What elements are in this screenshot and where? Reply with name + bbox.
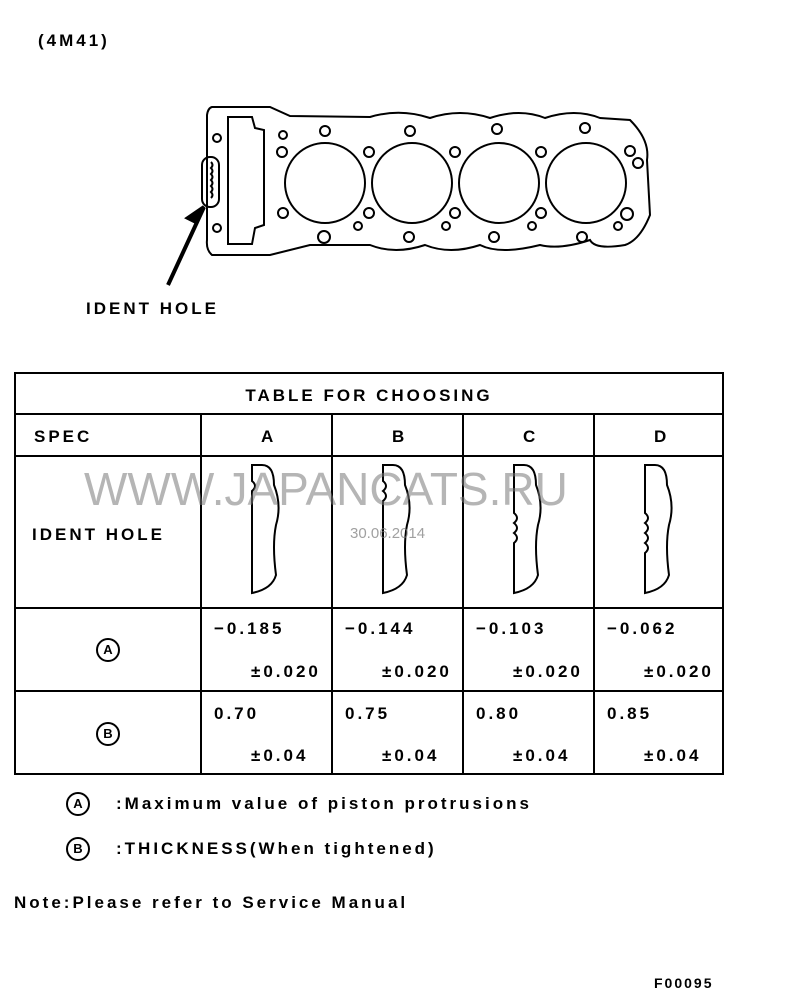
a-tol-d: ±0.020 [644, 662, 714, 681]
figure-code: F00095 [654, 975, 714, 991]
legend-marker-b: B [66, 837, 90, 861]
ident-hole-shape-a [251, 464, 280, 595]
legend-text-a: :Maximum value of piston protrusions [116, 794, 532, 813]
legend-text-b: :THICKNESS(When tightened) [116, 839, 437, 858]
col-a-header: A [261, 427, 277, 446]
b-tol-b: ±0.04 [382, 746, 440, 765]
b-tol-d: ±0.04 [644, 746, 702, 765]
note: Note:Please refer to Service Manual [14, 893, 409, 912]
b-tol-c: ±0.04 [513, 746, 571, 765]
watermark-date: 30.06.2014 [350, 525, 426, 542]
marker-a: A [96, 638, 120, 662]
ident-hole-callout: IDENT HOLE [86, 299, 219, 318]
col-b-header: B [392, 427, 408, 446]
ident-hole-shape-d [643, 464, 673, 595]
a-value-d: −0.062 [607, 619, 678, 638]
ident-hole-shapes [251, 464, 673, 595]
a-tol-a: ±0.020 [251, 662, 321, 681]
col-c-header: C [523, 427, 539, 446]
a-tol-c: ±0.020 [513, 662, 583, 681]
ident-hole-shape-c [512, 464, 542, 595]
b-value-c: 0.80 [476, 704, 522, 723]
ident-hole-row-label: IDENT HOLE [32, 525, 165, 544]
b-tol-a: ±0.04 [251, 746, 309, 765]
legend-marker-a: A [66, 792, 90, 816]
model-label: (4M41) [38, 31, 110, 50]
a-tol-b: ±0.020 [382, 662, 452, 681]
marker-b: B [96, 722, 120, 746]
head-gasket-diagram [166, 106, 652, 286]
col-d-header: D [654, 427, 670, 446]
a-value-b: −0.144 [345, 619, 416, 638]
b-value-d: 0.85 [607, 704, 653, 723]
a-value-c: −0.103 [476, 619, 547, 638]
b-value-b: 0.75 [345, 704, 391, 723]
b-value-a: 0.70 [214, 704, 260, 723]
choosing-table: TABLE FOR CHOOSING SPEC A B C D IDENT HO… [14, 372, 724, 775]
table-title: TABLE FOR CHOOSING [245, 386, 493, 405]
ident-hole-shape-b [381, 464, 411, 595]
a-value-a: −0.185 [214, 619, 285, 638]
watermark-site: WWW.JAPANCATS.RU [84, 463, 568, 515]
spec-header: SPEC [34, 427, 93, 446]
